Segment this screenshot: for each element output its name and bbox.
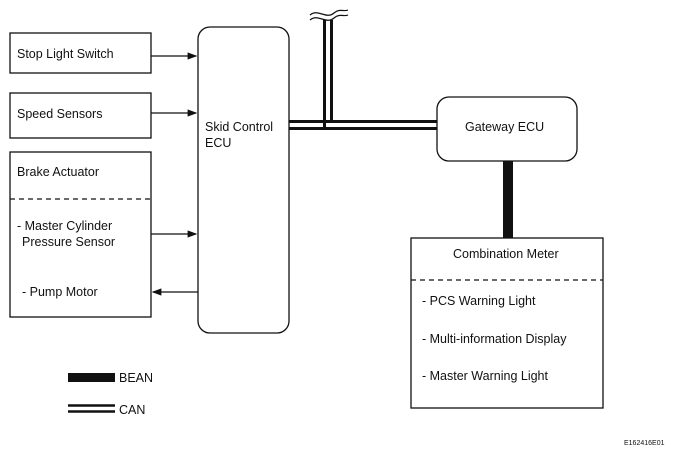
figure-id: E162416E01 [624, 440, 665, 447]
legend-can-label: CAN [119, 403, 145, 417]
stop-light-switch-label: Stop Light Switch [17, 47, 114, 61]
gateway-ecu-label: Gateway ECU [465, 120, 544, 134]
legend-bean-label: BEAN [119, 371, 153, 385]
pressure-sensor-item: Pressure Sensor [22, 235, 115, 249]
combination-meter-block: Combination Meter - PCS Warning Light - … [410, 237, 604, 409]
legend: BEAN CAN [68, 371, 153, 417]
gateway-ecu-block: Gateway ECU [436, 96, 578, 162]
master-cylinder-item: - Master Cylinder [17, 219, 112, 233]
speed-sensors-block: Speed Sensors [9, 92, 152, 139]
multi-information-display-item: - Multi-information Display [422, 332, 567, 346]
speed-sensors-label: Speed Sensors [17, 107, 102, 121]
brake-actuator-block: Brake Actuator - Master Cylinder Pressur… [9, 151, 152, 318]
can-bus-horizontal [289, 120, 437, 130]
brake-actuator-title: Brake Actuator [17, 165, 99, 179]
bean-bus [503, 161, 513, 238]
pcs-warning-light-item: - PCS Warning Light [422, 294, 536, 308]
legend-bean-swatch [68, 373, 115, 382]
skid-control-ecu-label-line1: Skid Control [205, 120, 273, 134]
stop-light-switch-block: Stop Light Switch [9, 32, 152, 74]
combination-meter-title: Combination Meter [453, 247, 559, 261]
master-warning-light-item: - Master Warning Light [422, 369, 548, 383]
skid-control-ecu-block: Skid Control ECU [197, 26, 290, 334]
skid-control-ecu-label-line2: ECU [205, 136, 231, 150]
can-bus-vertical [323, 20, 333, 128]
can-break-mark [309, 9, 349, 21]
legend-can-swatch [68, 404, 115, 413]
pump-motor-item: - Pump Motor [22, 285, 98, 299]
